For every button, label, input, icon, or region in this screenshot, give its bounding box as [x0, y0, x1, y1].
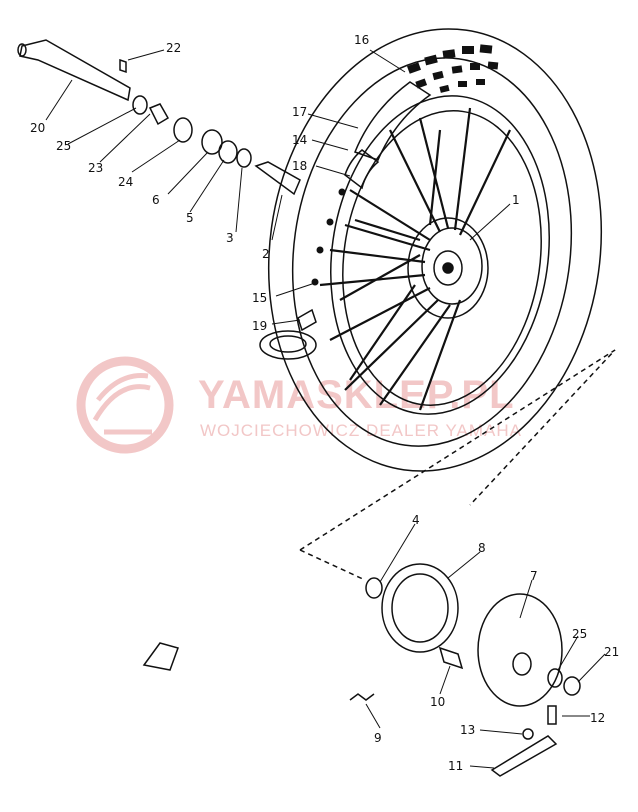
brake-plate-hub — [512, 652, 532, 676]
callout-13: 13 — [460, 723, 475, 737]
nut — [522, 728, 534, 740]
cotter-pin — [119, 58, 127, 74]
watermark: YAMASKLEP.PL WOJCIECHOWICZ DEALER YAMAHA — [76, 356, 522, 454]
callout-17: 17 — [292, 105, 307, 119]
hub-bore — [442, 262, 454, 274]
callout-3: 3 — [226, 231, 234, 245]
tire-tread — [406, 44, 499, 93]
tube-cutaway — [259, 330, 317, 360]
callout-25-axle: 25 — [56, 139, 71, 153]
spring — [349, 693, 375, 701]
callouts: 1 2 3 4 5 6 7 8 9 10 11 12 13 14 15 16 1… — [30, 33, 619, 773]
cam-lever — [490, 735, 558, 777]
callout-24: 24 — [118, 175, 133, 189]
callout-16: 16 — [354, 33, 369, 47]
tube-cutaway-inner — [269, 335, 307, 353]
oil-seal — [173, 117, 193, 143]
axle — [19, 39, 131, 102]
tube-segment — [354, 81, 432, 161]
brake-shoes — [381, 563, 459, 653]
washer-25-brake — [547, 668, 563, 688]
callout-12: 12 — [590, 711, 605, 725]
brake-shoes-inner — [391, 573, 449, 643]
collar — [148, 103, 170, 126]
hub-outer — [407, 217, 489, 319]
leader-lines — [45, 49, 606, 769]
hub-center — [433, 250, 463, 286]
callout-25-brake: 25 — [572, 627, 587, 641]
spacer — [254, 161, 301, 196]
callout-8: 8 — [478, 541, 486, 555]
bearing-5 — [218, 140, 238, 164]
callout-14: 14 — [292, 133, 307, 147]
callout-2: 2 — [262, 247, 270, 261]
brake-assembly — [142, 349, 616, 777]
callout-11: 11 — [448, 759, 463, 773]
hub-flange — [421, 227, 483, 305]
callout-20: 20 — [30, 121, 45, 135]
rim-inner — [342, 110, 542, 406]
wheel-assembly — [259, 28, 603, 472]
brake-plate — [477, 593, 563, 707]
callout-23: 23 — [88, 161, 103, 175]
tire-outer — [267, 28, 603, 472]
callout-19: 19 — [252, 319, 267, 333]
callout-7: 7 — [530, 569, 538, 583]
callout-5: 5 — [186, 211, 194, 225]
callout-10: 10 — [430, 695, 445, 709]
spokes — [319, 107, 511, 411]
rim-band-segment — [344, 149, 380, 190]
spacer-flange — [236, 148, 252, 168]
callout-6: 6 — [152, 193, 160, 207]
valve — [297, 308, 317, 332]
callout-9: 9 — [374, 731, 382, 745]
camshaft — [438, 646, 464, 670]
callout-22: 22 — [166, 41, 181, 55]
bearing-6 — [201, 129, 223, 155]
axle-nut — [563, 676, 581, 696]
watermark-logo — [76, 356, 174, 454]
callout-4: 4 — [412, 513, 420, 527]
callout-15: 15 — [252, 291, 267, 305]
callout-18: 18 — [292, 159, 307, 173]
washer-25-axle — [132, 95, 148, 115]
rim-outer — [330, 95, 550, 415]
tire-inner — [291, 57, 573, 447]
collar-4 — [365, 577, 383, 599]
bolt — [547, 705, 557, 725]
id-tag — [142, 642, 179, 671]
callout-1: 1 — [512, 193, 520, 207]
spoke-nipples — [311, 188, 346, 286]
callout-21: 21 — [604, 645, 619, 659]
axle-parts — [17, 39, 301, 196]
watermark-tagline: WOJCIECHOWICZ DEALER YAMAHA — [200, 421, 522, 440]
